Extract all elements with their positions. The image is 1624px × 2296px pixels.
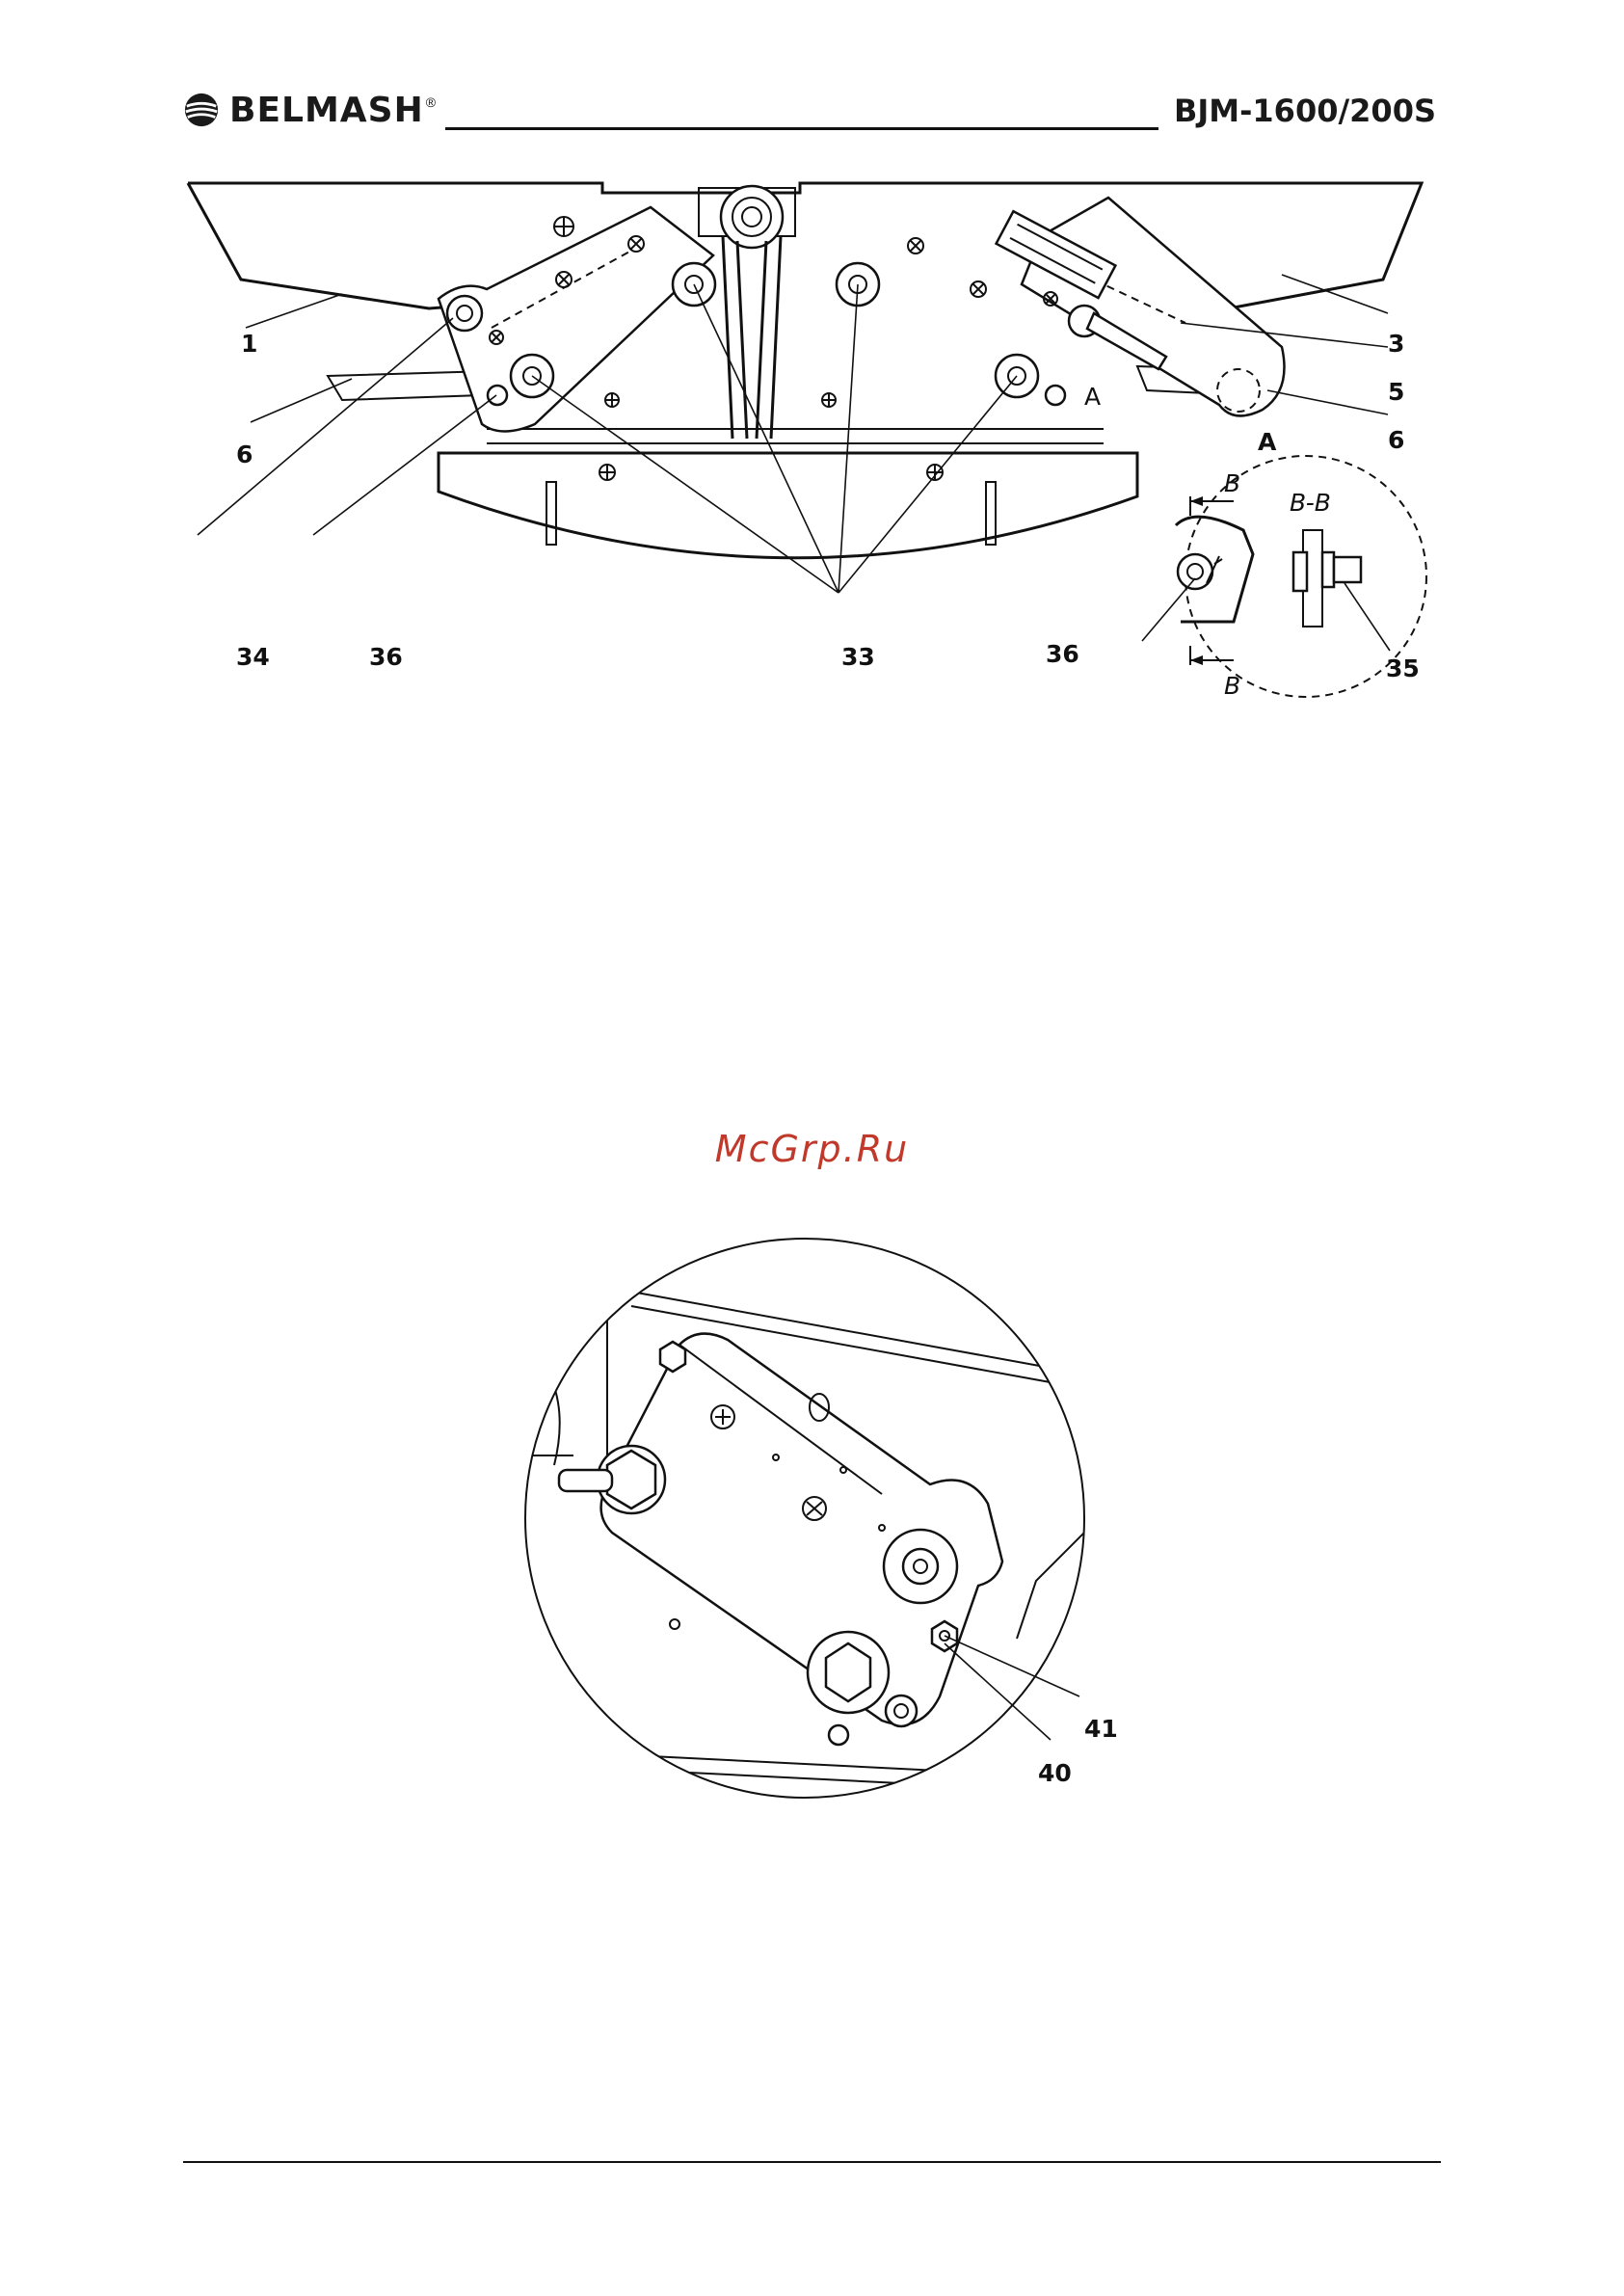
callout-6-left: 6 (236, 441, 253, 468)
model-number: BJM-1600/200S (1174, 93, 1436, 129)
callout-33: 33 (841, 643, 875, 671)
callout-40: 40 (1038, 1759, 1072, 1787)
callout-41: 41 (1084, 1715, 1118, 1743)
section-mark-top: B (1224, 469, 1240, 497)
callout-34: 34 (236, 643, 270, 671)
bottom-closeup-drawing: 41 40 (516, 1234, 1132, 1812)
callout-3: 3 (1388, 330, 1404, 358)
callout-5: 5 (1388, 378, 1404, 406)
registered-mark-icon: ® (426, 94, 436, 110)
section-title: B-B (1290, 489, 1331, 517)
detail-marker-label: A (1084, 383, 1101, 411)
page-header: BELMASH ® BJM-1600/200S (183, 87, 1436, 145)
callout-1: 1 (241, 330, 257, 358)
brand-logo: BELMASH ® (183, 87, 436, 133)
belmash-logo-icon (183, 92, 220, 128)
top-assembly-drawing: A 1 3 5 6 6 34 36 33 A B B B-B 36 35 (173, 169, 1455, 723)
detail-callout-36: 36 (1046, 640, 1079, 668)
detail-title: A (1258, 428, 1277, 456)
header-rule (445, 127, 1158, 130)
watermark: McGrp.Ru (0, 1128, 1624, 1170)
detail-callout-35: 35 (1386, 654, 1420, 682)
detail-view-a: A B B B-B 36 35 (1046, 428, 1426, 700)
footer-rule (183, 2161, 1441, 2163)
callout-6-right: 6 (1388, 426, 1404, 454)
brand-name: BELMASH (229, 91, 424, 130)
callout-36: 36 (369, 643, 403, 671)
section-mark-bottom: B (1224, 672, 1240, 700)
